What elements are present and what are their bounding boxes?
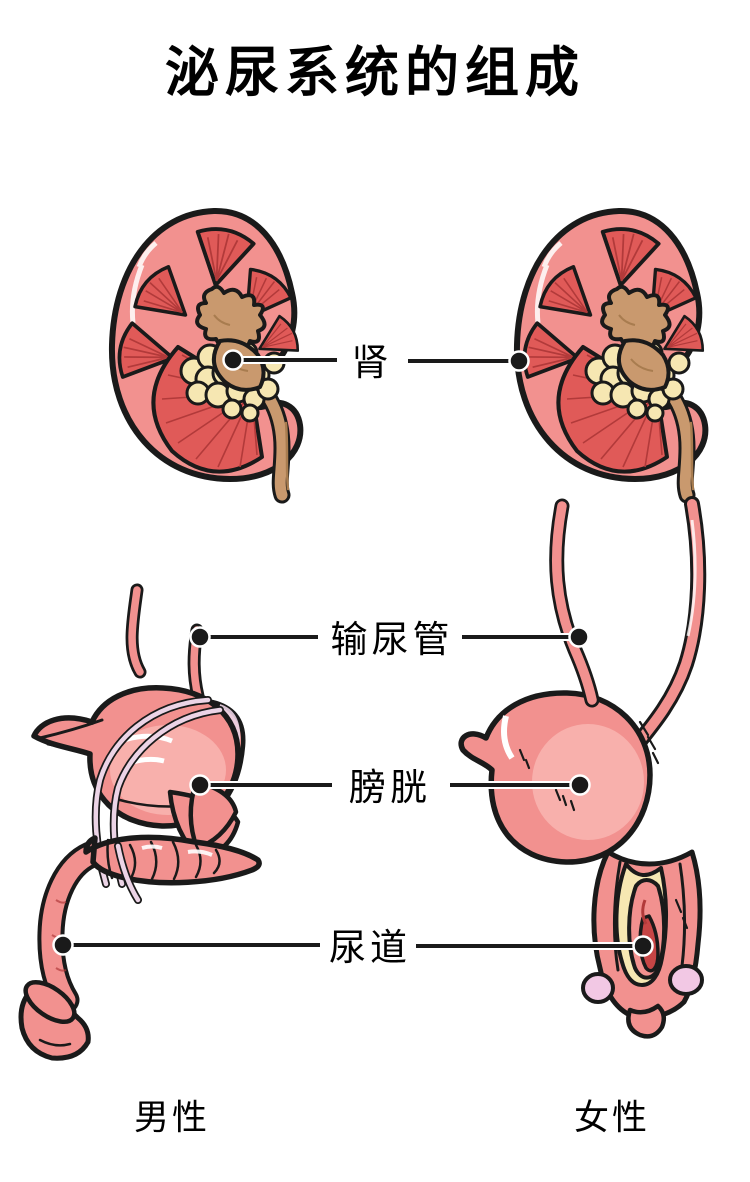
caption-female: 女性	[573, 1098, 651, 1138]
male-gland-leaf	[188, 779, 239, 851]
male-ureter-left	[125, 583, 147, 679]
label-bladder: 膀胱	[349, 767, 431, 808]
label-ureter: 输尿管	[330, 619, 454, 660]
kidney-illustration-left	[112, 211, 302, 495]
female-bladder	[458, 690, 660, 865]
male-urethra	[37, 841, 104, 1014]
leader-lines	[52, 349, 654, 957]
leader-dot-bladder-left	[189, 774, 211, 796]
female-gland-right	[668, 964, 704, 996]
leader-dot-ureter-left	[189, 626, 211, 648]
female-ureter-left	[549, 498, 600, 708]
female-anatomy-illustration	[458, 496, 707, 1039]
female-ureter-right	[626, 496, 707, 756]
leader-dot-kidney-left	[222, 349, 244, 371]
leader-dot-urethra-left	[52, 934, 74, 956]
kidney-illustration-right	[517, 211, 707, 495]
label-urethra: 尿道	[329, 927, 411, 968]
leader-dot-bladder-right	[569, 774, 591, 796]
male-anatomy-illustration	[18, 583, 262, 1061]
female-gland-left	[581, 972, 615, 1004]
male-corpus-shaft	[83, 834, 262, 886]
caption-male: 男性	[133, 1098, 211, 1138]
leader-dot-ureter-right	[568, 626, 590, 648]
female-urethra-vulva	[581, 849, 704, 1039]
male-glans	[18, 980, 91, 1061]
leader-dot-kidney-right	[508, 350, 530, 372]
leader-dot-urethra-right	[632, 935, 654, 957]
page-title: 泌尿系统的组成	[165, 43, 585, 103]
label-kidney: 肾	[351, 342, 393, 383]
